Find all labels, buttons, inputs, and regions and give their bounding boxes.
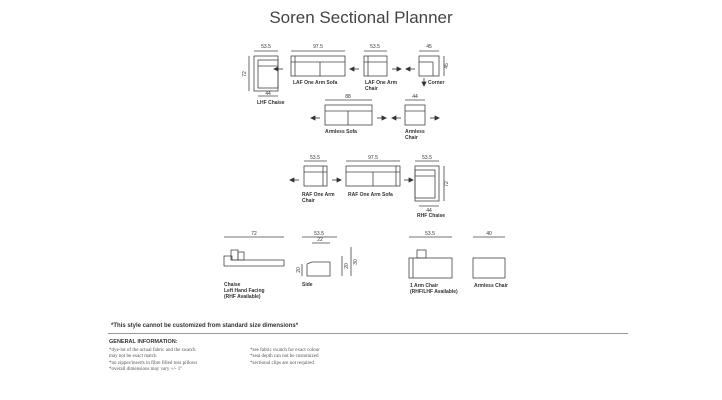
dim-armless-chair-width: 44 [412, 94, 418, 100]
info-line: *dye-lot of the actual fabric and the sw… [109, 348, 196, 353]
arrow-left-icon [349, 66, 359, 72]
armless-chair-plan [404, 99, 426, 126]
info-line: *overall dimensions may vary +/- 1" [109, 367, 183, 373]
label-chaise-elev-2: Left Hand Facing [224, 288, 265, 294]
dim-chaise-width: 72 [251, 231, 257, 237]
dim-side-inner: 22 [317, 237, 323, 243]
dimension-labels: 53.5 72 44 97.5 53.5 45 45 88 44 53.5 97… [242, 44, 492, 273]
chaise-elevation [223, 236, 285, 267]
dim-raf-sofa-width: 97.5 [368, 155, 378, 161]
dim-side-seat: 20 [296, 267, 302, 273]
page-title: Soren Sectional Planner [269, 8, 453, 27]
dim-side-width: 53.5 [314, 231, 324, 237]
label-armless-chair-2: Chair [405, 135, 418, 141]
label-chaise-elev-3: (RHF Available) [224, 294, 261, 300]
dim-one-arm-width: 53.5 [425, 231, 435, 237]
label-raf-chair-2: Chair [302, 198, 315, 204]
raf-chair-plan [303, 160, 328, 187]
arrow-left-icon [310, 115, 320, 121]
dim-rhf-bottom: 44 [426, 208, 432, 214]
label-armless-chair-1: Armless [405, 129, 425, 135]
arrow-left-icon [405, 66, 415, 72]
label-lhf-chaise: LHF Chaise [257, 100, 285, 106]
label-laf-sofa: LAF One Arm Sofa [293, 80, 337, 86]
dim-armless-sofa-width: 88 [345, 94, 351, 100]
customization-note: *This style cannot be customized from st… [111, 323, 299, 329]
rhf-chaise-plan [414, 160, 445, 207]
info-line: *sectional clips are not required [250, 360, 314, 366]
dim-laf-sofa-width: 97.5 [313, 44, 323, 50]
dim-rhf-width: 53.5 [422, 155, 432, 161]
label-one-arm-elev-2: (RHF/LHF Available) [410, 289, 458, 295]
arrow-right-icon [392, 66, 402, 72]
label-side-elev: Side [302, 282, 313, 288]
arrow-down-icon [421, 78, 427, 87]
info-line: *see fabric swatch for exact colour [250, 348, 320, 353]
general-info-right: *see fabric swatch for exact colour *sea… [250, 348, 320, 367]
arrow-right-icon [404, 177, 414, 183]
dim-lhf-depth: 72 [242, 71, 248, 77]
direction-arrows [273, 66, 440, 183]
lhf-chaise-plan [248, 50, 279, 97]
dim-side-height: 30 [353, 259, 359, 265]
dim-corner-width: 45 [426, 44, 432, 50]
arrow-left-icon [391, 115, 401, 121]
label-laf-chair-1: LAF One Arm [365, 80, 398, 86]
side-elevation [301, 236, 352, 277]
armless-sofa-plan [324, 99, 373, 126]
info-line: *seat depth can not be customized [250, 354, 319, 360]
dim-lhf-bottom: 44 [265, 91, 271, 97]
dim-lhf-width: 53.5 [261, 44, 271, 50]
info-line: *no zipper/inserts in fibre filled toss … [109, 360, 198, 366]
label-armless-elev: Armless Chair [474, 283, 508, 289]
label-armless-sofa: Armless Sofa [325, 129, 357, 135]
arrow-right-icon [332, 177, 342, 183]
laf-chair-plan [363, 50, 388, 77]
arrow-left-icon [289, 177, 299, 183]
dim-laf-chair-width: 53.5 [370, 44, 380, 50]
label-corner: Corner [428, 80, 444, 86]
label-raf-sofa: RAF One Arm Sofa [348, 192, 393, 198]
corner-plan [418, 50, 445, 77]
laf-sofa-plan [290, 50, 346, 77]
raf-sofa-plan [345, 160, 401, 187]
arrow-left-icon [273, 66, 283, 72]
label-laf-chair-2: Chair [365, 86, 378, 92]
dim-rhf-depth: 72 [444, 181, 450, 187]
general-info-left: *dye-lot of the actual fabric and the sw… [109, 348, 197, 374]
armless-elevation [472, 236, 506, 279]
arrow-right-icon [377, 115, 387, 121]
dim-corner-depth: 45 [444, 63, 450, 69]
dim-side-seat-right: 20 [344, 263, 350, 269]
divider [108, 333, 628, 334]
label-one-arm-elev-1: 1 Arm Chair [410, 283, 438, 289]
general-info-heading: GENERAL INFORMATION: [109, 339, 178, 345]
dim-raf-chair-width: 53.5 [310, 155, 320, 161]
label-raf-chair-1: RAF One Arm [302, 192, 335, 198]
piece-labels: LHF Chaise LAF One Arm Sofa LAF One Arm … [224, 80, 508, 300]
dim-armless-width: 40 [486, 231, 492, 237]
one-arm-elevation [408, 236, 453, 279]
arrow-right-icon [430, 115, 440, 121]
info-line: may not be exact match [109, 354, 157, 360]
label-chaise-elev-1: Chaise [224, 282, 241, 288]
label-rhf-chaise: RHF Chaise [417, 213, 445, 219]
